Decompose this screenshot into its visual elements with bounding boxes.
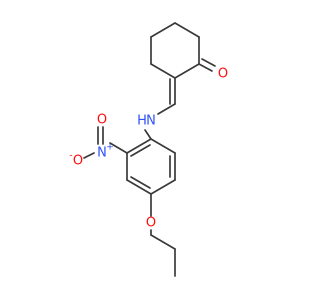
bond-ring-1	[150, 63, 176, 79]
bond-aryl-nitro	[109, 142, 128, 154]
bond-aryl-4-inner	[130, 176, 151, 189]
methylidene-double-bond	[169, 77, 176, 105]
bond-ring-3	[150, 22, 176, 38]
ethoxy-group	[150, 193, 176, 277]
bond-nitro-o-single	[83, 152, 95, 159]
ketone-carbonyl	[198, 58, 216, 72]
nitro-nitrogen-charge: +	[106, 143, 114, 153]
bond-ring-6	[174, 63, 200, 79]
atom-oxygen-nitro-single: O	[73, 154, 83, 169]
atom-nitrogen-amine: N	[146, 114, 156, 129]
atom-hydrogen-amine: H	[137, 114, 147, 129]
molecule-structure: O H N N + O O - O	[69, 22, 228, 277]
bond-nh-aryl	[144, 129, 152, 140]
bond-carbonyl-a	[198, 63, 213, 72]
atom-nitrogen-nitro: N	[97, 146, 107, 161]
atom-oxygen-ether: O	[146, 216, 156, 231]
benzene-ring	[126, 138, 176, 195]
nitro-group	[83, 126, 128, 159]
bond-aryl-4	[126, 179, 152, 195]
bond-aryl-6	[126, 138, 152, 154]
atom-oxygen-nitro-double: O	[97, 113, 107, 128]
cyclohexanone-ring	[150, 22, 200, 79]
bond-methine-nh	[157, 103, 176, 115]
atom-oxygen-ketone: O	[218, 67, 228, 82]
bond-aryl-6-inner	[130, 144, 151, 157]
nitro-oxygen-charge: -	[69, 151, 72, 161]
bond-carbonyl-b	[201, 58, 216, 67]
bond-aryl-3	[150, 179, 176, 195]
molecule-canvas: O H N N + O O - O	[69, 22, 228, 277]
bond-aryl-1	[150, 138, 176, 154]
bond-ring-4	[174, 22, 200, 38]
bond-oxygen-ch2-b	[150, 234, 176, 250]
